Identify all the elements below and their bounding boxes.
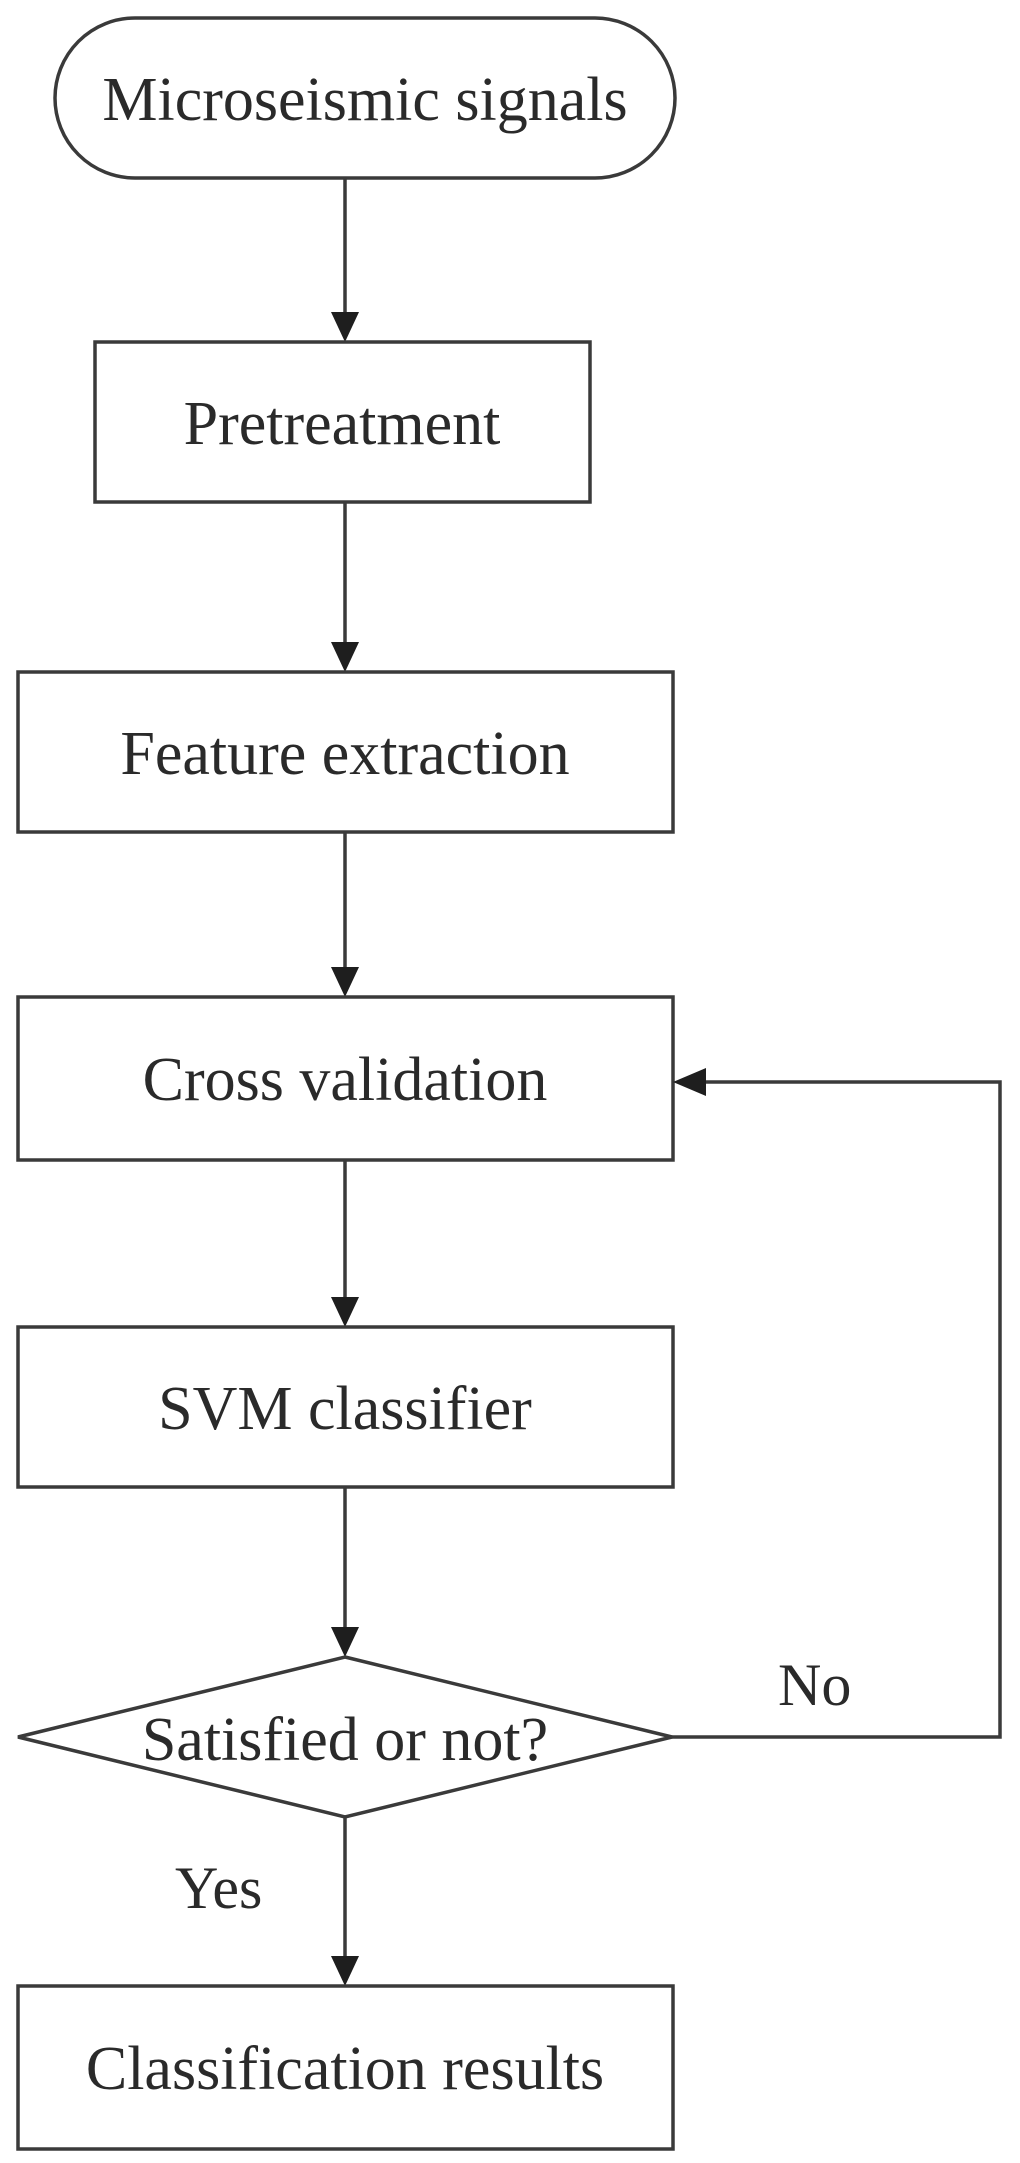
edge-pretreatment-to-feature bbox=[331, 502, 359, 672]
node-feature-extraction: Feature extraction bbox=[16, 670, 675, 834]
arrowhead bbox=[673, 1068, 706, 1096]
edge-decision-yes: Yes bbox=[175, 1817, 359, 1986]
node-pretreatment: Pretreatment bbox=[93, 340, 592, 504]
edge-feature-to-cross-validation bbox=[331, 832, 359, 997]
connector-line bbox=[672, 1080, 1002, 1739]
arrowhead bbox=[331, 967, 359, 997]
node-label: Microseismic signals bbox=[102, 66, 627, 134]
edge-start-to-pretreatment bbox=[331, 178, 359, 342]
node-microseismic-signals: Microseismic signals bbox=[53, 16, 677, 180]
node-label: Feature extraction bbox=[120, 720, 569, 788]
node-label: Classification results bbox=[86, 2035, 604, 2103]
node-label: SVM classifier bbox=[158, 1375, 532, 1443]
node-svm-classifier: SVM classifier bbox=[16, 1325, 675, 1489]
edge-svm-to-decision bbox=[331, 1487, 359, 1657]
node-label: Satisfied or not? bbox=[142, 1706, 548, 1774]
process-box bbox=[16, 995, 675, 1162]
arrowhead bbox=[331, 312, 359, 342]
node-decision-satisfied: Satisfied or not? bbox=[17, 1655, 673, 1819]
process-box bbox=[93, 340, 592, 504]
arrowhead bbox=[331, 642, 359, 672]
node-label: Pretreatment bbox=[184, 390, 501, 458]
edge-label-yes: Yes bbox=[175, 1855, 262, 1921]
process-box bbox=[16, 1984, 675, 2151]
process-box bbox=[16, 1325, 675, 1489]
node-label: Cross validation bbox=[143, 1046, 548, 1114]
edge-decision-no: No bbox=[672, 1068, 1002, 1739]
terminator-shape bbox=[53, 16, 677, 180]
arrowhead bbox=[331, 1627, 359, 1657]
edge-cross-validation-to-svm bbox=[331, 1160, 359, 1327]
edge-label-no: No bbox=[778, 1652, 851, 1718]
arrowhead bbox=[331, 1297, 359, 1327]
node-cross-validation: Cross validation bbox=[16, 995, 675, 1162]
arrowhead bbox=[331, 1956, 359, 1986]
node-classification-results: Classification results bbox=[16, 1984, 675, 2151]
